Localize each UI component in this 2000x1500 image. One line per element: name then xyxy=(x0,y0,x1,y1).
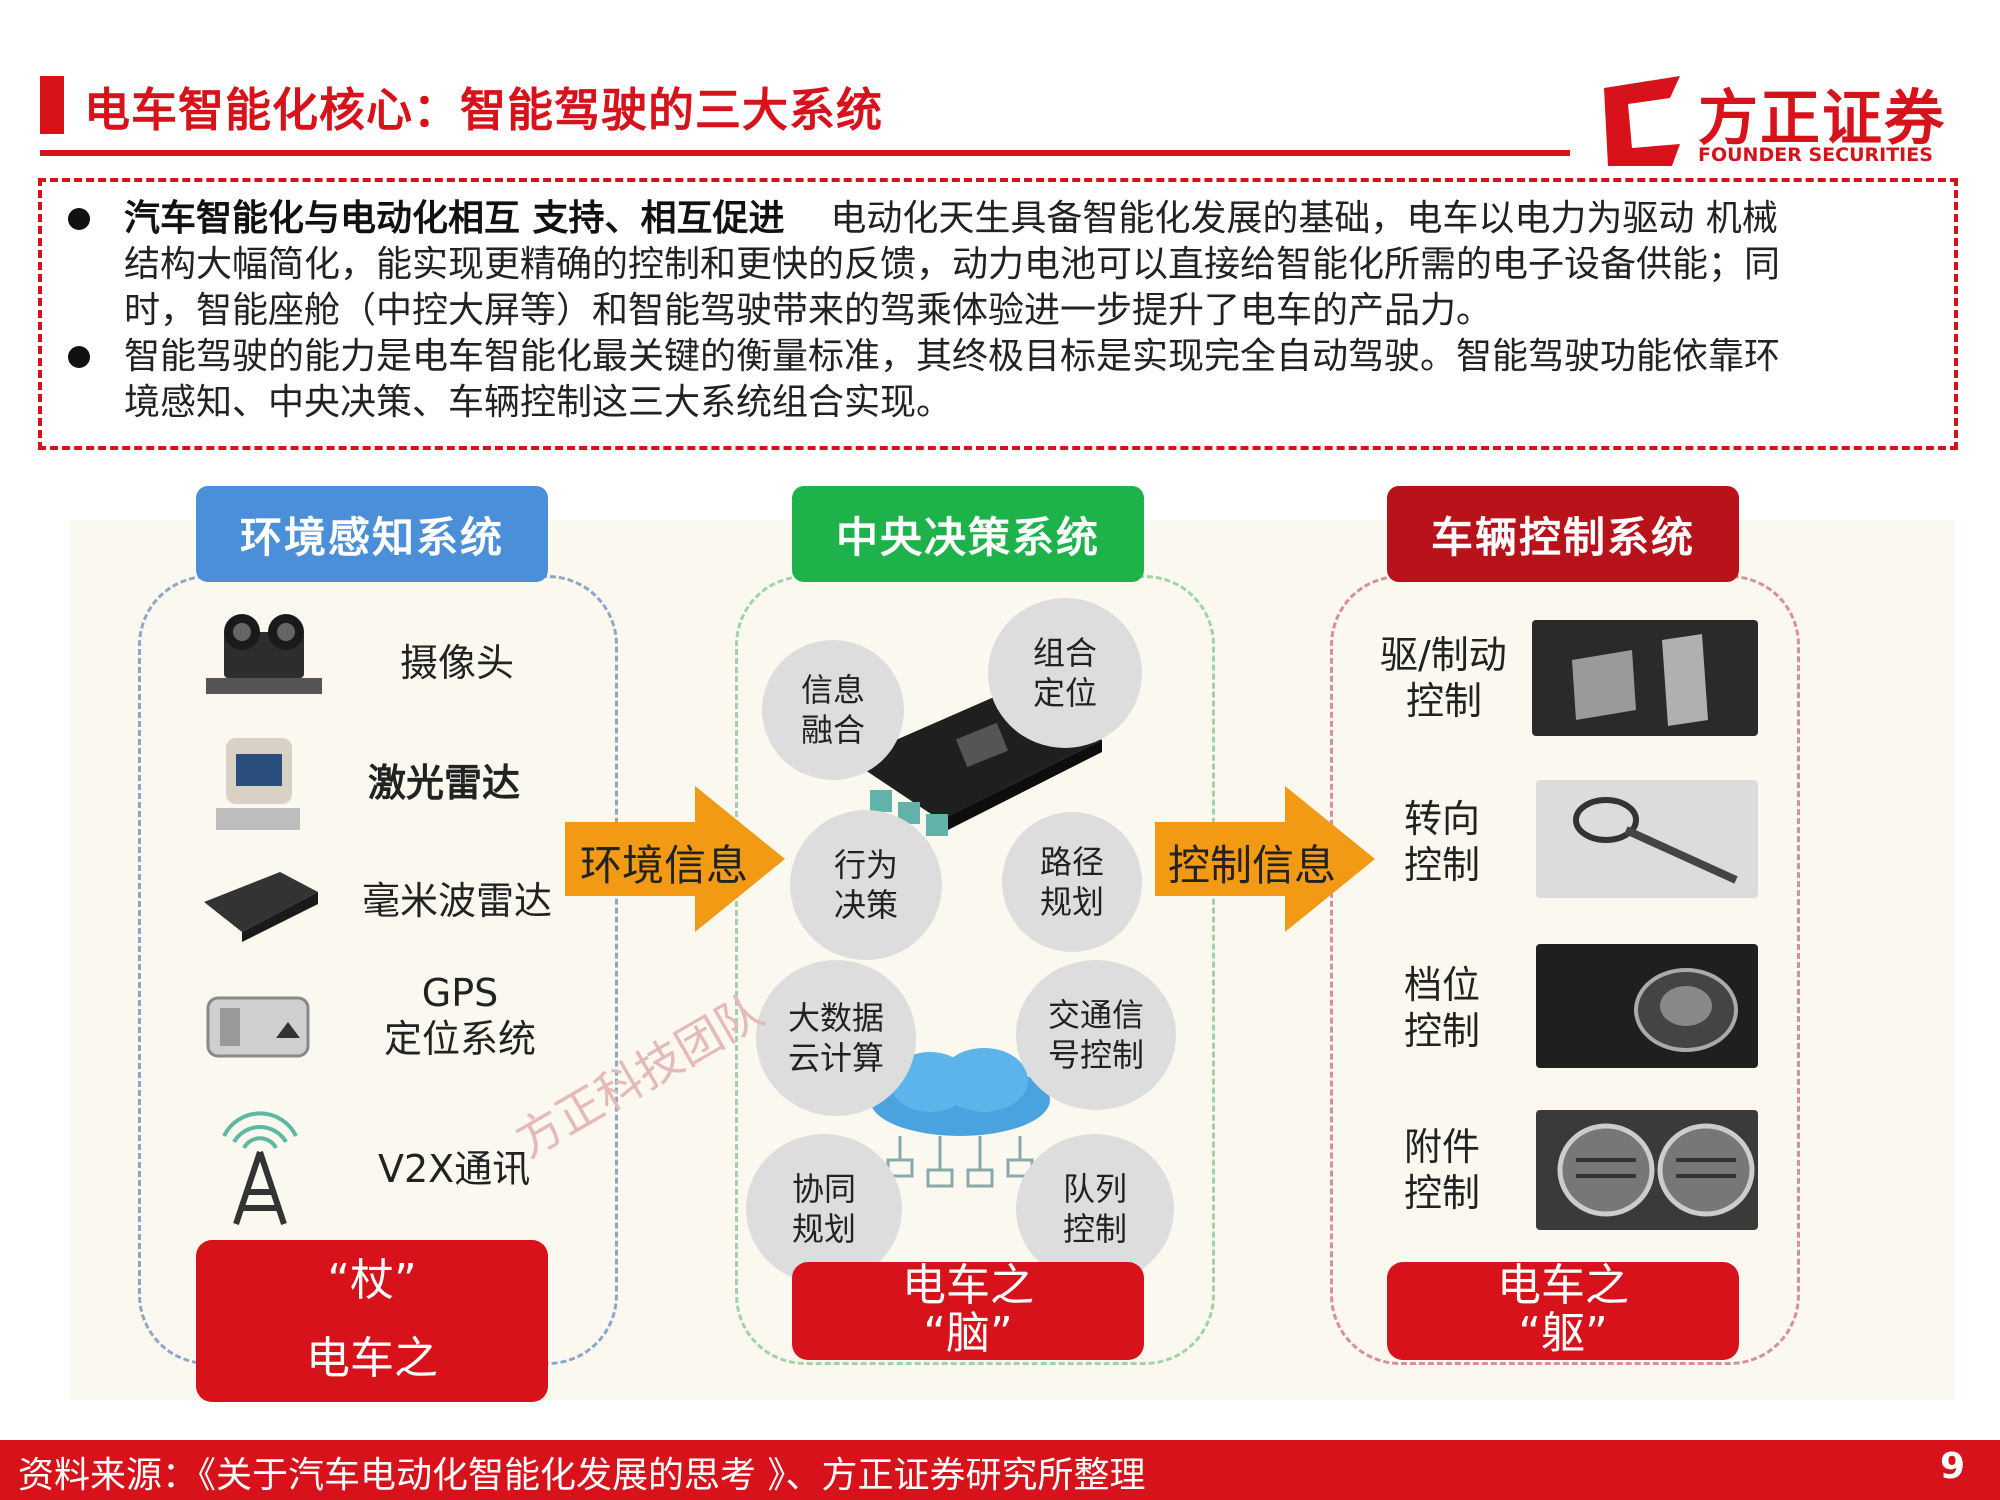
bubble-integrated-positioning: 组合定位 xyxy=(988,598,1142,748)
decision-footer-line2: “脑” xyxy=(923,1308,1013,1359)
sensor-label-gps: GPS 定位系统 xyxy=(380,970,540,1062)
bubble-text: 规划 xyxy=(791,1210,856,1248)
camera-icon xyxy=(206,614,322,694)
control-label-steering: 转向 控制 xyxy=(1404,796,1480,888)
perception-footer: “杖” 电车之 xyxy=(196,1240,548,1402)
bubble-coop-planning: 协同规划 xyxy=(746,1134,902,1284)
air-vent-photo-icon xyxy=(1536,1110,1758,1230)
intro-p1-line1: 电动化天生具备智能化发展的基础，电车以电力为驱动 机械 xyxy=(830,198,1778,239)
founder-logo-icon xyxy=(1604,76,1680,166)
control-label-text: 控制 xyxy=(1404,1171,1481,1215)
control-label-gear: 档位 控制 xyxy=(1404,962,1480,1054)
bubble-text: 决策 xyxy=(833,886,898,924)
perception-footer-line2: 电车之 xyxy=(306,1333,438,1384)
gear-knob-photo-icon xyxy=(1536,944,1758,1068)
logo-text-en: FOUNDER SECURITIES xyxy=(1698,144,1933,166)
bubble-text: 协同 xyxy=(791,1170,856,1208)
bubble-text: 组合 xyxy=(1032,634,1097,672)
control-label-text: 档位 xyxy=(1404,963,1481,1007)
title-accent-bar xyxy=(40,76,64,134)
bubble-text: 交通信 xyxy=(1047,996,1144,1034)
intro-box: 汽车智能化与电动化相互 支持、相互促进 电动化天生具备智能化发展的基础，电车以电… xyxy=(38,178,1958,450)
bubble-platoon-control: 队列控制 xyxy=(1016,1134,1174,1284)
arrow-control-info xyxy=(1155,786,1375,932)
bubble-traffic-signal: 交通信号控制 xyxy=(1016,960,1176,1110)
bubble-text: 定位 xyxy=(1032,674,1097,712)
bubble-text: 规划 xyxy=(1039,883,1104,921)
lidar-icon xyxy=(216,738,300,830)
perception-footer-line1: “杖” xyxy=(327,1255,417,1306)
control-footer: 电车之 “躯” xyxy=(1387,1262,1739,1360)
intro-paragraph-2: 智能驾驶的能力是电车智能化最关键的衡量标准，其终极目标是实现完全自动驾驶。智能驾… xyxy=(124,334,1924,426)
bubble-text: 队列 xyxy=(1062,1170,1127,1208)
bubble-text: 信息 xyxy=(800,671,865,709)
arrow-environment-info xyxy=(565,786,785,932)
bubble-text: 大数据 xyxy=(787,999,884,1037)
bullet-icon xyxy=(68,346,90,368)
source-note: 资料来源：《关于汽车电动化智能化发展的思考 》、方正证券研究所整理 xyxy=(18,1455,1146,1496)
control-label-text: 控制 xyxy=(1404,843,1481,887)
intro-p2-line2: 境感知、中央决策、车辆控制这三大系统组合实现。 xyxy=(124,382,953,423)
bubble-path-planning: 路径规划 xyxy=(1002,812,1142,952)
steering-column-photo-icon xyxy=(1536,780,1758,898)
bubble-big-data-cloud: 大数据云计算 xyxy=(756,960,916,1116)
control-label-text: 控制 xyxy=(1406,679,1483,723)
control-label-text: 附件 xyxy=(1404,1125,1481,1169)
bullet-icon xyxy=(68,208,90,230)
decision-footer: 电车之 “脑” xyxy=(792,1262,1144,1360)
page-title: 电车智能化核心：智能驾驶的三大系统 xyxy=(84,83,883,137)
title-divider xyxy=(40,150,1570,156)
control-footer-line1: 电车之 xyxy=(1497,1260,1629,1311)
intro-p1-line3: 时，智能座舱（中控大屏等）和智能驾驶带来的驾乘体验进一步提升了电车的产品力。 xyxy=(124,290,1493,331)
arrow-label-environment: 环境信息 xyxy=(580,841,749,890)
control-label-accessory: 附件 控制 xyxy=(1404,1124,1480,1216)
sensor-label-mmwave: 毫米波雷达 xyxy=(362,879,553,923)
control-label-drive-brake: 驱/制动 控制 xyxy=(1380,632,1507,724)
sensor-label-lidar: 激光雷达 xyxy=(368,761,521,805)
antenna-icon xyxy=(222,1111,298,1225)
control-title: 车辆控制系统 xyxy=(1387,486,1739,582)
pedals-photo-icon xyxy=(1532,620,1758,736)
decision-footer-line1: 电车之 xyxy=(902,1260,1034,1311)
bubble-text: 行为 xyxy=(833,846,898,884)
radar-icon xyxy=(204,872,318,942)
bubble-behavior-decision: 行为决策 xyxy=(790,810,942,960)
arrow-label-control: 控制信息 xyxy=(1168,841,1337,890)
control-label-text: 转向 xyxy=(1404,797,1481,841)
gps-label-line1: GPS xyxy=(421,971,499,1015)
page-number: 9 xyxy=(1940,1446,1966,1487)
bubble-text: 云计算 xyxy=(787,1039,884,1077)
bubble-text: 控制 xyxy=(1062,1210,1127,1248)
sensor-label-camera: 摄像头 xyxy=(400,641,515,685)
gps-device-icon xyxy=(206,996,310,1058)
control-footer-line2: “躯” xyxy=(1518,1308,1608,1359)
logo-text-cn: 方正证券 xyxy=(1698,84,1946,154)
cloud-computing-icon xyxy=(870,1048,1050,1188)
intro-p1-bold: 汽车智能化与电动化相互 支持、相互促进 xyxy=(124,198,785,239)
bubble-text: 号控制 xyxy=(1047,1036,1144,1074)
control-label-text: 驱/制动 xyxy=(1380,633,1507,677)
intro-p2-line1: 智能驾驶的能力是电车智能化最关键的衡量标准，其终极目标是实现完全自动驾驶。智能驾… xyxy=(124,336,1781,377)
perception-title: 环境感知系统 xyxy=(196,486,548,582)
intro-paragraph-1: 汽车智能化与电动化相互 支持、相互促进 电动化天生具备智能化发展的基础，电车以电… xyxy=(124,196,1924,334)
bubble-text: 融合 xyxy=(800,711,865,749)
bubble-info-fusion: 信息融合 xyxy=(762,640,904,780)
footer-bar xyxy=(0,1440,2000,1500)
sensor-label-v2x: V2X通讯 xyxy=(378,1147,531,1191)
gps-label-line2: 定位系统 xyxy=(383,1017,536,1061)
bubble-text: 路径 xyxy=(1039,843,1104,881)
intro-p1-line2: 结构大幅简化，能实现更精确的控制和更快的反馈，动力电池可以直接给智能化所需的电子… xyxy=(124,244,1781,285)
control-label-text: 控制 xyxy=(1404,1009,1481,1053)
decision-title: 中央决策系统 xyxy=(792,486,1144,582)
